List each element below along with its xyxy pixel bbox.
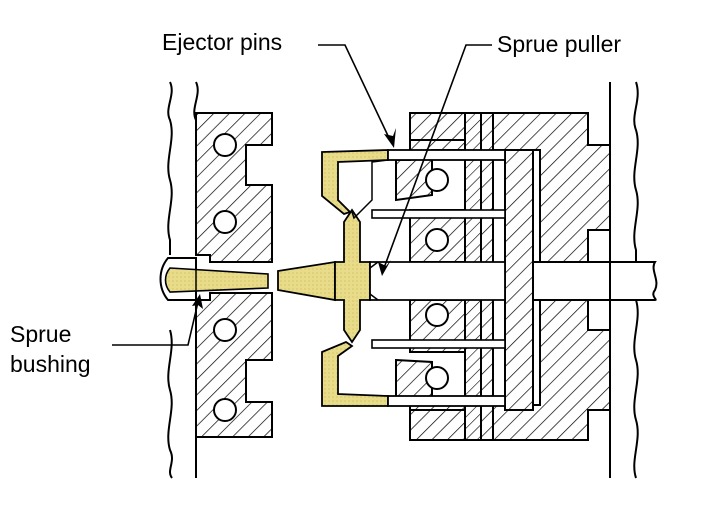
sprue-puller-leader [383,44,492,269]
sprue-puller-label: Sprue puller [497,31,622,57]
sprue-bushing-label-line2: bushing [10,351,91,377]
ejector-pins-label: Ejector pins [162,29,283,55]
ejector-pins [371,149,506,407]
sprue-bushing-label-line1: Sprue [10,321,72,347]
stationary-mold-half [195,112,273,438]
cooling-channel-icon [213,133,237,157]
arrowhead-icon [192,294,203,309]
leader-lines [112,44,492,346]
cooling-channel-icon [425,228,449,252]
cooling-channel-icon [425,303,449,327]
arrowhead-icon [378,260,391,276]
cooling-channel-icon [425,366,449,390]
ejector-rod [532,261,658,301]
moving-platen [609,81,639,479]
sprue [277,260,336,302]
cooling-channel-icon [213,318,237,342]
ejector-pins-leader [318,44,391,141]
cooling-channel-icon [213,398,237,422]
cooling-channel-icon [213,210,237,234]
sprue-bushing-leader [112,301,199,346]
cooling-channel-icon [425,168,449,192]
arrowhead-icon [384,128,396,148]
sprue-puller [369,261,506,301]
sprue-bushing [159,257,269,301]
